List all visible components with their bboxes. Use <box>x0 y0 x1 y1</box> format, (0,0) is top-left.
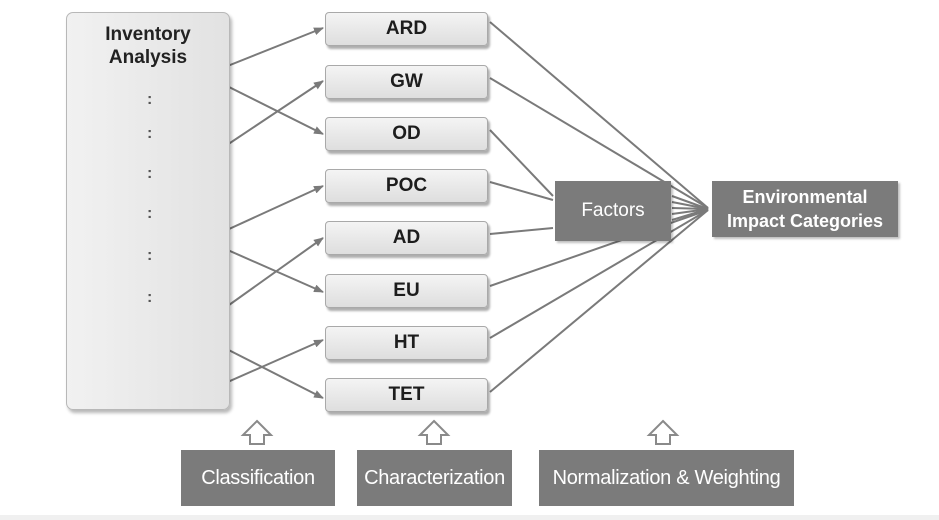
eic-line1: Environmental <box>742 187 868 207</box>
environmental-impact-categories-box: Environmental Impact Categories <box>712 181 898 237</box>
factors-box: Factors <box>555 181 671 241</box>
inventory-title-line2: Analysis <box>108 47 188 68</box>
classification-stage: Classification <box>181 450 335 506</box>
category-od: OD <box>325 117 488 151</box>
inventory-title-line1: Inventory <box>105 24 191 45</box>
ellipsis-mark: : <box>147 165 153 182</box>
arrow-tet-to-result <box>489 209 709 393</box>
category-ard: ARD <box>325 12 488 46</box>
characterization-stage: Characterization <box>357 450 512 506</box>
arrow-poc-to-factors <box>489 181 554 201</box>
arrow-eu-to-result <box>489 209 709 287</box>
inventory-analysis-title: Inventory Analysis <box>67 23 229 69</box>
category-poc: POC <box>325 169 488 203</box>
arrow-factors-to-result <box>671 208 709 221</box>
ellipsis-mark: : <box>147 289 153 306</box>
arrow-inventory-to-gw <box>214 80 324 154</box>
ellipsis-mark: : <box>147 205 153 222</box>
eic-line2: Impact Categories <box>726 211 884 231</box>
arrow-inventory-to-ad <box>214 237 324 316</box>
category-tet: TET <box>325 378 488 412</box>
normalization-weighting-stage: Normalization & Weighting <box>539 450 794 506</box>
category-ad: AD <box>325 221 488 255</box>
arrow-ht-to-result <box>489 209 709 339</box>
arrow-ard-to-result <box>489 21 709 209</box>
ellipsis-mark: : <box>147 91 153 108</box>
up-arrow-icon <box>646 419 680 445</box>
category-ht: HT <box>325 326 488 360</box>
ellipsis-mark: : <box>147 247 153 264</box>
arrow-gw-to-result <box>489 77 709 209</box>
ellipsis-mark: : <box>147 125 153 142</box>
inventory-analysis-box: Inventory Analysis : : : : : : <box>66 12 230 410</box>
category-gw: GW <box>325 65 488 99</box>
category-eu: EU <box>325 274 488 308</box>
up-arrow-icon <box>417 419 451 445</box>
arrow-od-to-factors <box>489 129 554 197</box>
divider <box>0 515 939 520</box>
up-arrow-icon <box>240 419 274 445</box>
arrow-ad-to-factors <box>489 227 554 235</box>
